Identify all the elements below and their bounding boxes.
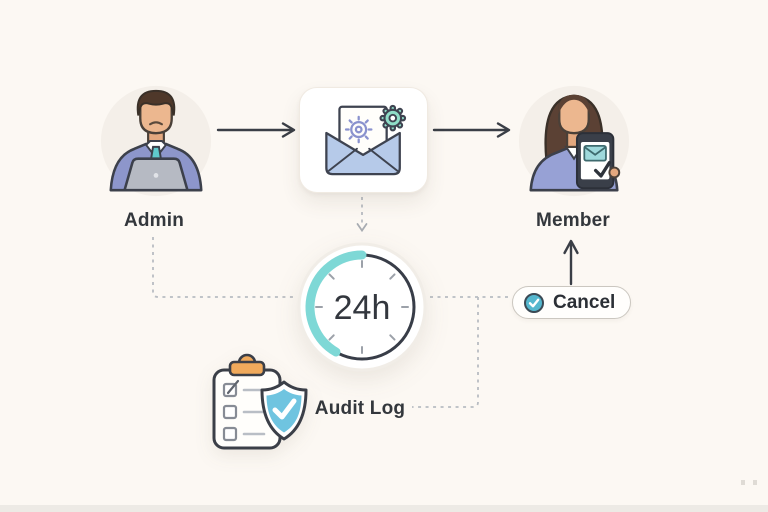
audit-log-illustration [198, 348, 316, 458]
member-avatar [518, 85, 630, 197]
admin-mouth [149, 121, 163, 126]
shield-check-icon [272, 398, 297, 420]
timer-progress-arc [305, 250, 367, 357]
dashed-admin-to-timer [152, 237, 294, 298]
admin-hair [136, 89, 176, 116]
clipboard-clip [228, 360, 266, 377]
countdown-timer: 24h [296, 241, 428, 373]
laptop-logo-dot [153, 173, 159, 178]
gear-filled-icon [379, 104, 407, 132]
member-bangs [558, 94, 590, 115]
arrowhead-admin-to-email [281, 122, 296, 138]
clock-icon: 24h [297, 242, 427, 372]
dashed-arrowhead-down [356, 223, 368, 233]
timer-value: 24h [334, 289, 391, 327]
clipboard-shield-icon [212, 353, 308, 450]
bottom-edge-strip [0, 505, 768, 512]
corner-noise-mark [753, 480, 757, 485]
gear-outline-icon [344, 115, 373, 144]
tablet-icon [575, 132, 621, 190]
invitation-email-card [299, 87, 428, 193]
member-label: Member [535, 210, 611, 231]
cancel-button-label: Cancel [553, 291, 616, 313]
checklist-rows [222, 379, 266, 442]
tablet-check-icon [593, 160, 612, 178]
arrowhead-cancel-to-member [563, 239, 579, 255]
cancel-button[interactable]: Cancel [512, 286, 632, 319]
admin-label: Admin [123, 210, 185, 231]
envelope-pocket [325, 131, 401, 176]
admin-avatar [100, 85, 212, 197]
envelope-creases [328, 147, 399, 172]
arrowhead-email-to-member [496, 122, 511, 138]
shield-icon [260, 380, 308, 441]
audit-log-label: Audit Log [314, 398, 406, 419]
corner-noise-mark [741, 480, 745, 485]
open-envelope-with-gears-icon [325, 104, 407, 176]
timer-ticks [315, 260, 409, 354]
check-circle-icon [524, 292, 544, 313]
member-hand [608, 166, 621, 179]
tablet-envelope-icon [583, 145, 607, 162]
